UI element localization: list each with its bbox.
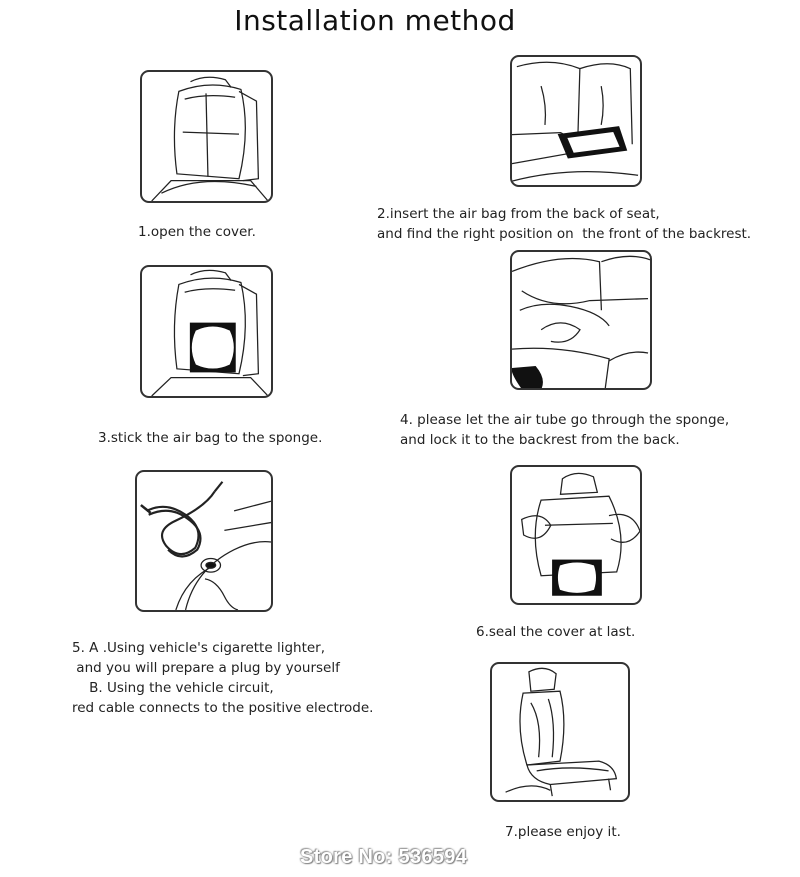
store-watermark: Store No: 536594 [300,846,467,869]
air-bag-on-sponge-icon [142,267,271,396]
air-tube-through-sponge-icon [512,252,650,388]
step-1-caption: 1.open the cover. [138,222,256,242]
step-7-caption: 7.please enjoy it. [505,822,621,842]
step-5-caption: 5. A .Using vehicle's cigarette lighter,… [72,638,373,718]
page-title: Installation method [0,4,750,37]
step-6-caption: 6.seal the cover at last. [476,622,635,642]
seat-back-open-cover-icon [142,72,271,201]
step-5-illustration [135,470,273,612]
step-6-illustration [510,465,642,605]
step-1-illustration [140,70,273,203]
insert-air-bag-icon [512,57,640,185]
seal-cover-icon [512,467,640,603]
step-2-caption: 2.insert the air bag from the back of se… [377,204,751,244]
cable-and-cigarette-lighter-icon [137,472,271,610]
step-2-illustration [510,55,642,187]
step-4-illustration [510,250,652,390]
step-4-caption: 4. please let the air tube go through th… [400,410,729,450]
finished-car-seat-icon [492,664,628,800]
step-7-illustration [490,662,630,802]
step-3-caption: 3.stick the air bag to the sponge. [98,428,322,448]
step-3-illustration [140,265,273,398]
